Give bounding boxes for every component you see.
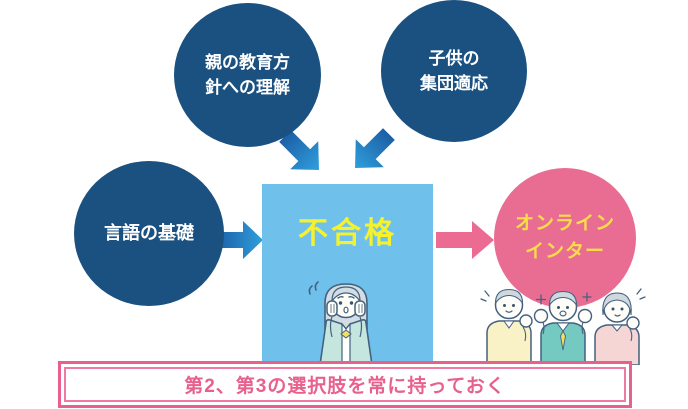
right-arrow-blue-icon [217,221,263,259]
factor-child-group-label-line2: 集団適応 [420,74,488,93]
worried-woman-illustration [298,277,396,365]
factor-child-group-label-line1: 子供の [428,48,480,68]
down-right-arrow-icon [271,122,333,184]
factor-circle-language: 言語の基礎 [74,161,224,306]
factor-circle-child-group: 子供の 集団適応 [381,0,527,142]
down-left-arrow-icon [341,120,403,182]
factor-circle-parents: 親の教育方 針への理解 [174,3,321,147]
failure-label: 不合格 [298,217,397,250]
factor-parents-label-line2: 針への理解 [205,78,290,97]
takeaway-banner-inner-frame: 第2、第3の選択肢を常に持っておく [64,367,626,402]
failure-box: 不合格 [262,184,433,362]
outcome-label-line2: インター [524,241,605,262]
takeaway-text: 第2、第3の選択肢を常に持っておく [184,376,506,397]
factor-language-label: 言語の基礎 [104,223,194,243]
outcome-label-line1: オンライン [514,213,615,235]
cheering-family-illustration [477,281,649,365]
outcome-circle-online-inter: オンライン インター [494,168,636,308]
factor-parents-label-line1: 親の教育方 [205,52,290,72]
right-arrow-pink-icon [436,221,494,259]
takeaway-banner: 第2、第3の選択肢を常に持っておく [58,361,632,408]
